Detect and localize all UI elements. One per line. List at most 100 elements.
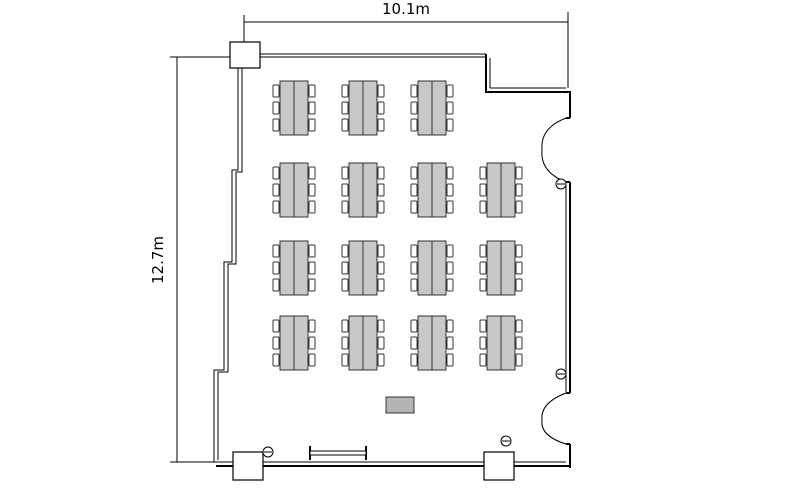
chair [272, 183, 280, 197]
chair [410, 319, 418, 333]
desk [417, 240, 433, 296]
table-group [479, 315, 523, 371]
chair [341, 319, 349, 333]
table-group [341, 162, 385, 218]
outlet-icon [555, 368, 567, 380]
chair [410, 166, 418, 180]
desk [431, 162, 447, 218]
chair [515, 244, 523, 258]
podium [385, 396, 415, 414]
desk [348, 162, 364, 218]
chair [446, 261, 454, 275]
desk [279, 80, 295, 136]
chair [446, 319, 454, 333]
table-group [272, 240, 316, 296]
chair [515, 200, 523, 214]
chair [341, 118, 349, 132]
desk [486, 162, 502, 218]
chair [308, 261, 316, 275]
columns [229, 41, 515, 481]
desk [417, 80, 433, 136]
desk [293, 240, 309, 296]
column-bottom-right [483, 451, 515, 481]
chair [308, 166, 316, 180]
chair [341, 278, 349, 292]
chair [410, 261, 418, 275]
chair [515, 261, 523, 275]
chair [410, 200, 418, 214]
chair [272, 84, 280, 98]
desk [431, 80, 447, 136]
desk [500, 315, 516, 371]
door-lower[interactable] [541, 392, 570, 445]
chair [308, 118, 316, 132]
chair [377, 166, 385, 180]
desk [486, 315, 502, 371]
desk [293, 80, 309, 136]
chair [308, 84, 316, 98]
chair [272, 261, 280, 275]
chair [446, 183, 454, 197]
desk [279, 315, 295, 371]
chair [341, 84, 349, 98]
table-groups [272, 80, 523, 371]
chair [308, 278, 316, 292]
desk [293, 162, 309, 218]
chair [377, 244, 385, 258]
chair [377, 353, 385, 367]
chair [446, 118, 454, 132]
height-dimension [170, 56, 232, 463]
chair [308, 336, 316, 350]
chair [377, 278, 385, 292]
table-group [341, 80, 385, 136]
chair [410, 353, 418, 367]
chair [341, 101, 349, 115]
chair [446, 166, 454, 180]
outlet-icon [500, 435, 512, 447]
chair [515, 336, 523, 350]
chair [479, 183, 487, 197]
chair [377, 319, 385, 333]
chair [410, 183, 418, 197]
table-group [410, 315, 454, 371]
chair [272, 244, 280, 258]
door-upper[interactable] [541, 117, 570, 183]
table-group [272, 162, 316, 218]
chair [308, 244, 316, 258]
chair [341, 336, 349, 350]
chair [308, 319, 316, 333]
chair [308, 200, 316, 214]
chair [446, 84, 454, 98]
height-label: 12.7m [149, 236, 167, 284]
desk [279, 162, 295, 218]
chair [446, 336, 454, 350]
width-dimension [243, 12, 569, 88]
table-group [410, 162, 454, 218]
chair [272, 278, 280, 292]
chair [446, 244, 454, 258]
walls [213, 53, 571, 468]
table-group [479, 162, 523, 218]
table-group [410, 240, 454, 296]
chair [308, 183, 316, 197]
chair [377, 336, 385, 350]
table-group [341, 240, 385, 296]
chair [446, 353, 454, 367]
chair [515, 319, 523, 333]
chair [410, 244, 418, 258]
column-top-left [229, 41, 261, 69]
chair [272, 353, 280, 367]
desk [362, 240, 378, 296]
chair [410, 336, 418, 350]
chair [272, 118, 280, 132]
chair [479, 278, 487, 292]
chair [479, 336, 487, 350]
chair [341, 183, 349, 197]
desk [500, 240, 516, 296]
desk [362, 162, 378, 218]
chair [272, 200, 280, 214]
outlet-icons [262, 178, 567, 458]
chair [377, 118, 385, 132]
chair [446, 278, 454, 292]
